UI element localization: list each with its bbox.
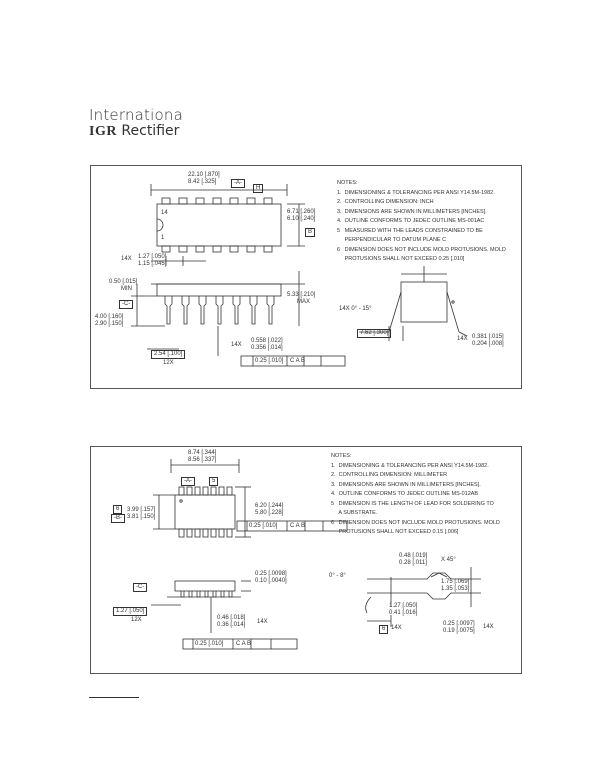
igr-logo: IGR [89, 124, 117, 139]
soic14-width-max: 3.99 [.157] [127, 507, 156, 513]
dip14-row-spacing: 7.62 [.300] [357, 329, 392, 338]
dip14-drawing-panel: 22.10 [.870] 8.42 [.325] -A- H 14 1 6.71… [90, 165, 522, 389]
dip14-ref-h: H [253, 184, 264, 193]
soic14-datum-c: -C- [133, 583, 148, 592]
dip14-lead-thickness-min: 0.204 [.008] [472, 341, 504, 347]
dip14-lead-width-max: 0.558 [.022] [251, 338, 283, 344]
soic14-foot-length-max: 1.27 [.050] [389, 603, 418, 609]
dip14-note-6-cont: PROTUSIONS SHALL NOT EXCEED 0.25 [.010] [337, 256, 465, 262]
dip14-datum-b: B [305, 228, 316, 237]
soic14-height-min: 1.35 [.053] [441, 586, 470, 592]
soic14-lead-tolerance: 0.25 [.010] [195, 641, 224, 647]
dip14-width-max: 6.71 [.260] [287, 209, 316, 215]
soic14-note-5-cont: A SUBSTRATE. [331, 510, 378, 516]
brand-line-rectifier: IGR Rectifier [89, 123, 179, 140]
soic14-foot-angle: 0° - 8° [329, 573, 346, 579]
dip14-note-1: 1. DIMENSIONING & TOLERANCING PER ANSI Y… [337, 189, 495, 196]
soic14-span-max: 6.20 [.244] [255, 503, 284, 509]
dip14-width-min: 6.10 [.240] [287, 216, 316, 222]
dip14-lead-length: 0.50 [.015] [109, 279, 138, 285]
brand-rectifier-text: Rectifier [121, 123, 180, 139]
dip14-note-5: 5 MEASURED WITH THE LEADS CONSTRAINED TO… [337, 227, 483, 234]
dip14-height-min: 2.90 [.150] [95, 321, 124, 327]
soic14-datum-b: -B- [111, 514, 125, 523]
brand-line-international: Internationa [89, 106, 183, 124]
soic14-lead-width-label: 14X [257, 619, 268, 625]
dip14-seated-max: MAX [297, 299, 311, 305]
soic14-foot-length-label: 14X [391, 625, 402, 631]
soic14-chamfer-angle: X 45° [441, 557, 456, 563]
soic14-position-datums: C A B [290, 523, 306, 529]
dip14-lead-thickness-max: 0.381 [.015] [472, 334, 504, 340]
soic14-standoff-max: 0.25 [.0098] [255, 571, 287, 577]
soic14-note-3: 3. DIMENSIONS ARE SHOWN IN MILLIMETERS [… [331, 481, 481, 488]
soic14-lead-width-max: 0.46 [.018] [217, 615, 246, 621]
soic14-ref-6b: 6 [379, 625, 389, 634]
soic14-width-min: 3.81 [.150] [127, 514, 156, 520]
soic14-lead-thickness-max: 0.25 [.0097] [443, 621, 475, 627]
dip14-pin1-label: 1 [161, 235, 165, 241]
dip14-tolerance-datums: C A B [290, 358, 306, 364]
dip14-note-6: 6 DIMENSION DOES NOT INCLUDE MOLD PROTUS… [337, 246, 506, 253]
soic14-pitch: 1.27 [.050] [113, 607, 148, 616]
soic14-note-6-cont: PROTUSIONS SHALL NOT EXCEED 0.15 [.006] [331, 529, 459, 535]
soic14-height-max: 1.75 [.069] [441, 579, 470, 585]
dip14-notes: NOTES: 1. DIMENSIONING & TOLERANCING PER… [337, 179, 506, 265]
dip14-height-max: 4.00 [.160] [95, 314, 124, 320]
dip14-lead-min: MIN [121, 286, 132, 292]
dip14-note-2: 2. CONTROLLING DIMENSION: INCH [337, 199, 434, 205]
dip14-lead-thickness-label: 14X [457, 336, 468, 342]
dip14-note-4: 4. OUTLINE CONFORMS TO JEDEC OUTLINE MS-… [337, 218, 485, 224]
dip14-note-3: 3. DIMENSIONS ARE SHOWN IN MILLIMETERS [… [337, 208, 487, 215]
dip14-position-tolerance: 0.25 [.010] [255, 358, 284, 364]
soic14-note-6: 6 DIMENSION DOES NOT INCLUDE MOLD PROTUS… [331, 519, 500, 526]
soic14-pitch-count: 12X [131, 617, 142, 623]
dip14-outline-drawing [131, 184, 468, 367]
soic14-note-4: 4. OUTLINE CONFORMS TO JEDEC OUTLINE MS-… [331, 491, 479, 497]
soic14-note-2: 2. CONTROLLING DIMENSION: MILLIMETER [331, 472, 448, 478]
dip14-note-title: NOTES: [337, 180, 358, 186]
soic14-standoff-min: 0.10 [.0040] [255, 578, 287, 584]
soic14-ref-5: 5 [209, 477, 219, 486]
dip14-pitch-label: 14X [121, 256, 132, 262]
dip14-note-5-cont: PERPENDICULAR TO DATUM PLANE C [337, 237, 447, 243]
dip14-pin14-label: 14 [161, 210, 168, 216]
soic14-outline-drawing [151, 459, 481, 650]
soic14-datum-a: -A- [181, 477, 195, 486]
soic14-length-min: 8.56 [.337] [188, 457, 217, 463]
soic14-foot-length-min: 0.41 [.016] [389, 610, 418, 616]
soic14-note-1: 1. DIMENSIONING & TOLERANCING PER ANSI Y… [331, 462, 489, 469]
soic14-position-tolerance: 0.25 [.010] [249, 523, 278, 529]
soic14-lead-tolerance-datums: C A B [236, 641, 252, 647]
dip14-length-max: 22.10 [.870] [188, 172, 220, 178]
soic14-drawing-panel: 8.74 [.344] 8.56 [.337] -A- 5 6 3.99 [.1… [90, 446, 522, 674]
soic14-lead-width-min: 0.36 [.014] [217, 622, 246, 628]
soic14-lead-thickness-label: 14X [483, 624, 494, 630]
soic14-chamfer-max: 0.48 [.019] [399, 553, 428, 559]
dip14-seated-height: 5.33 [.210] [287, 292, 316, 298]
soic14-ref-6: 6 [113, 505, 123, 514]
dip14-lead-width-label: 14X [231, 342, 242, 348]
soic14-length-max: 8.74 [.344] [188, 450, 217, 456]
soic14-lead-thickness-min: 0.19 [.0075] [443, 628, 475, 634]
footnote-divider [89, 697, 139, 698]
soic14-note-title: NOTES: [331, 453, 352, 459]
soic14-note-5: 5 DIMENSION IS THE LENGTH OF LEAD FOR SO… [331, 500, 494, 507]
dip14-lead-spacing: 2.54 [.100] [151, 350, 186, 359]
dip14-lead-spacing-count: 12X [163, 360, 174, 366]
soic14-chamfer-min: 0.28 [.011] [399, 560, 427, 566]
dip14-lead-width-min: 0.356 [.014] [251, 345, 283, 351]
dip14-lead-angle: 14X 0° - 15° [339, 306, 372, 312]
dip14-length-min: 8.42 [.325] [188, 179, 217, 185]
dip14-datum-c: -C- [119, 300, 134, 309]
dip14-pitch-min: 1.15 [.045] [138, 261, 167, 267]
dip14-datum-a: -A- [231, 179, 245, 188]
soic14-span-min: 5.80 [.228] [255, 510, 284, 516]
dip14-pitch-max: 1.27 [.050] [138, 254, 167, 260]
soic14-notes: NOTES: 1. DIMENSIONING & TOLERANCING PER… [331, 452, 500, 538]
